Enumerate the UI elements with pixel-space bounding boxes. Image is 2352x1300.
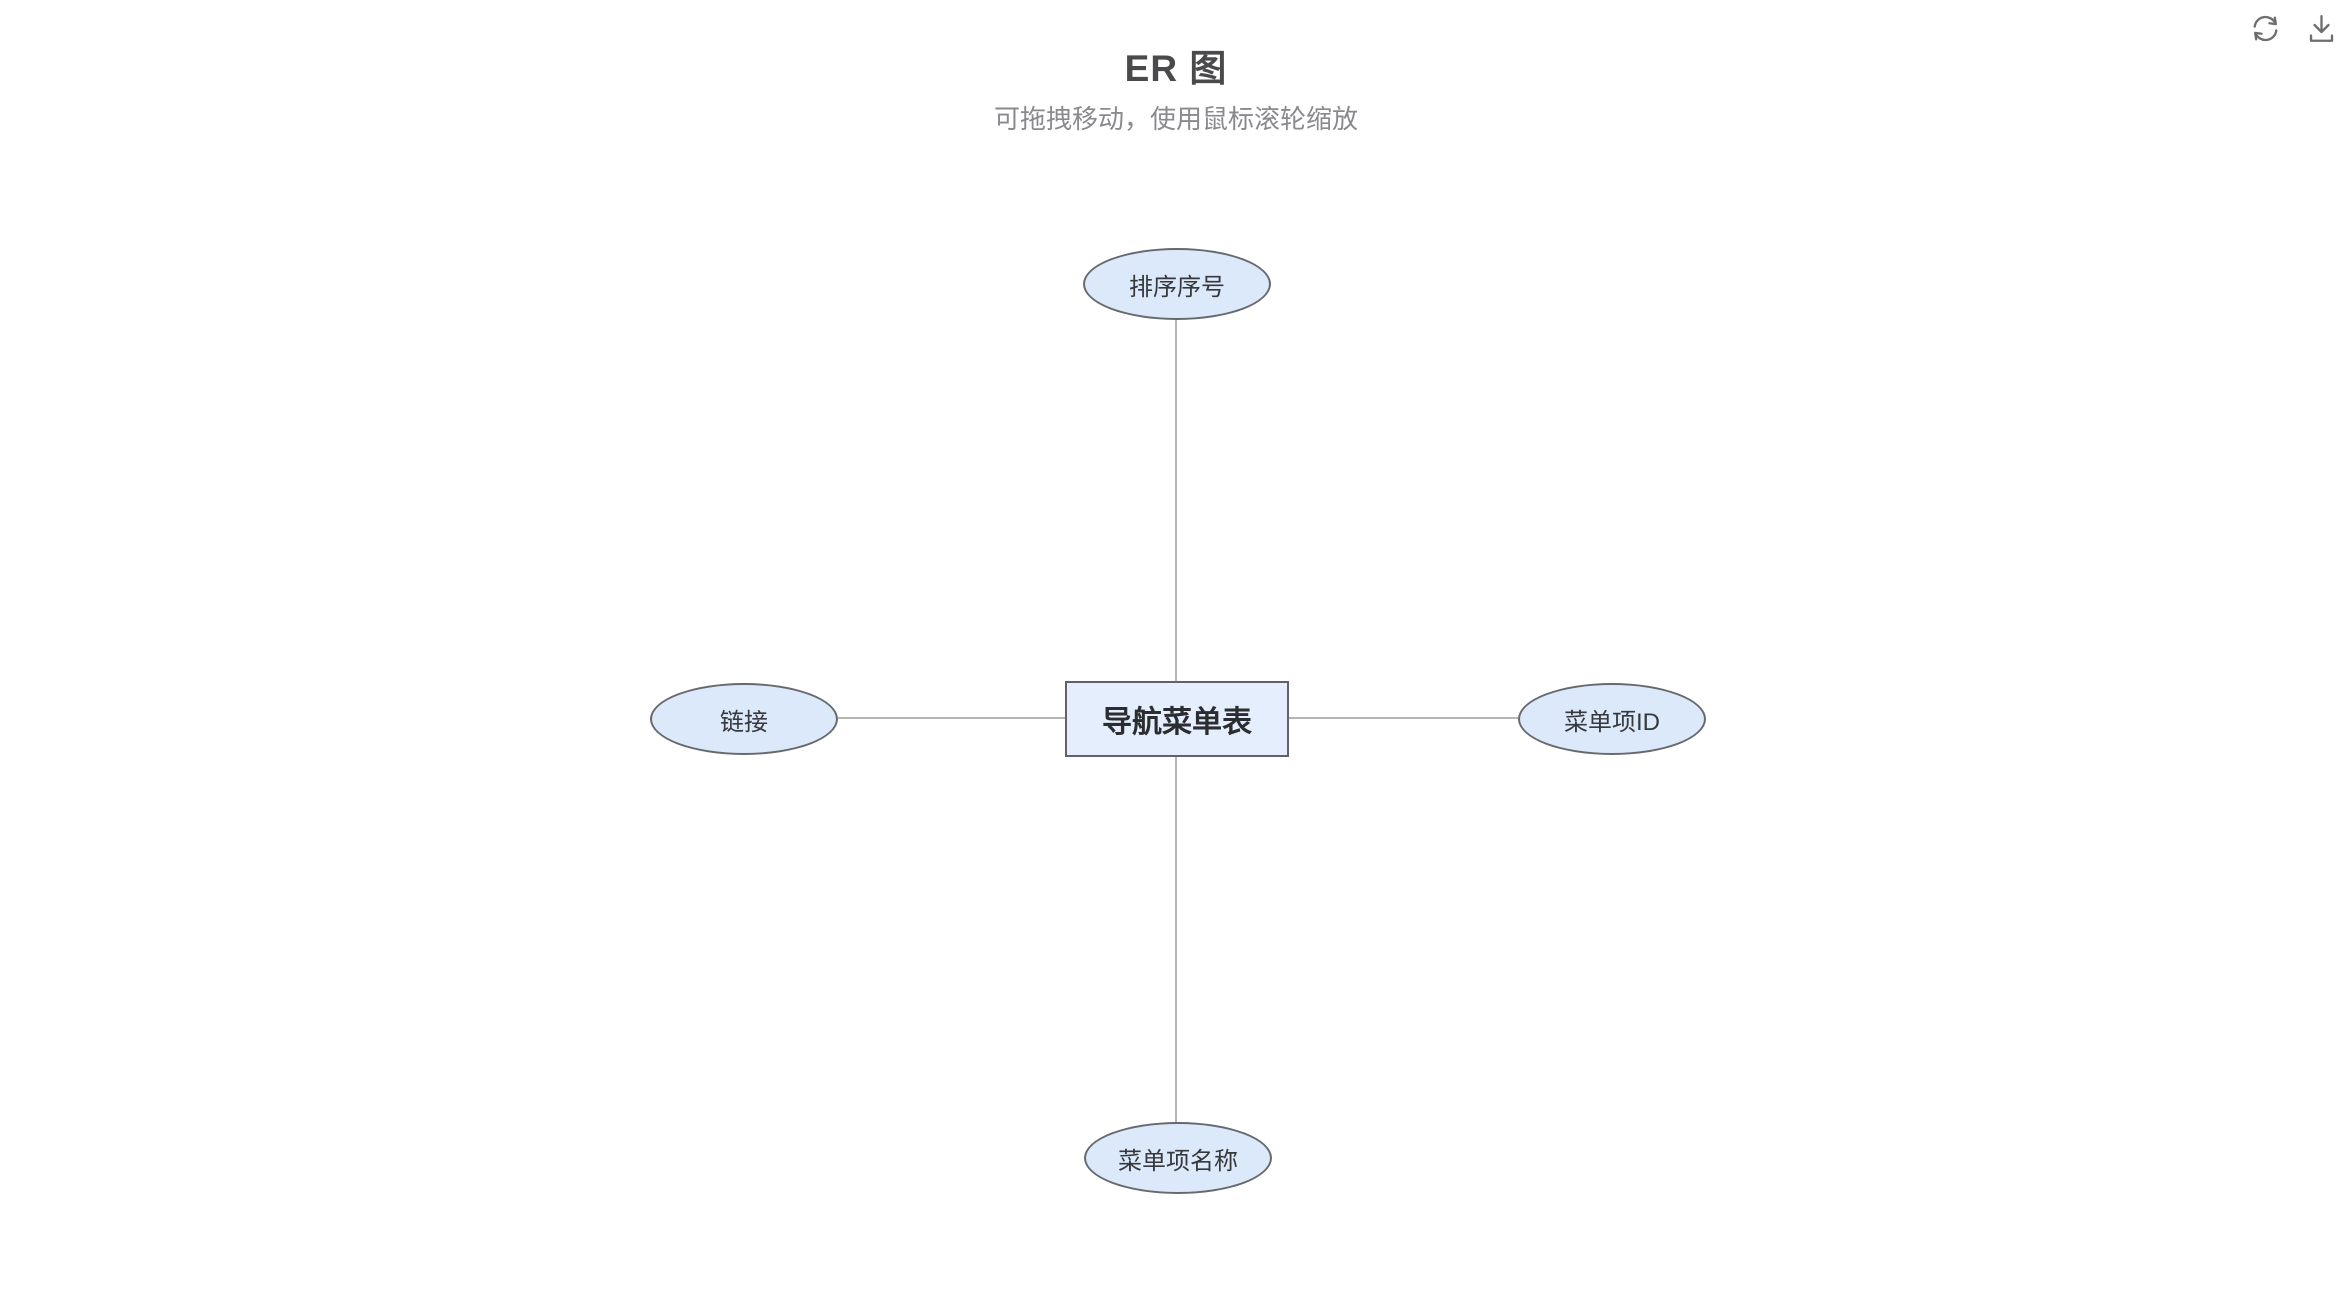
- edge-entity-to-item-name: [1175, 757, 1177, 1122]
- page-title: ER 图: [1124, 48, 1228, 89]
- attribute-label: 菜单项ID: [1564, 708, 1660, 736]
- refresh-button[interactable]: [2247, 10, 2283, 46]
- attribute-node-item-name[interactable]: 菜单项名称: [1084, 1122, 1272, 1194]
- entity-node[interactable]: 导航菜单表: [1065, 681, 1289, 757]
- download-button[interactable]: [2303, 10, 2339, 46]
- edge-entity-to-item-id: [1289, 717, 1518, 719]
- toolbar: [2247, 10, 2339, 46]
- attribute-label: 菜单项名称: [1118, 1147, 1238, 1175]
- attribute-label: 链接: [720, 708, 768, 736]
- attribute-node-sort-order[interactable]: 排序序号: [1083, 248, 1271, 320]
- edge-entity-to-link: [838, 717, 1065, 719]
- attribute-node-link[interactable]: 链接: [650, 683, 838, 755]
- attribute-label: 排序序号: [1129, 273, 1225, 301]
- page-subtitle: 可拖拽移动，使用鼠标滚轮缩放: [993, 104, 1358, 134]
- entity-label: 导航菜单表: [1102, 706, 1252, 739]
- edge-entity-to-sort-order: [1175, 320, 1177, 681]
- attribute-node-item-id[interactable]: 菜单项ID: [1518, 683, 1706, 755]
- refresh-icon: [2248, 11, 2283, 46]
- download-icon: [2304, 11, 2339, 46]
